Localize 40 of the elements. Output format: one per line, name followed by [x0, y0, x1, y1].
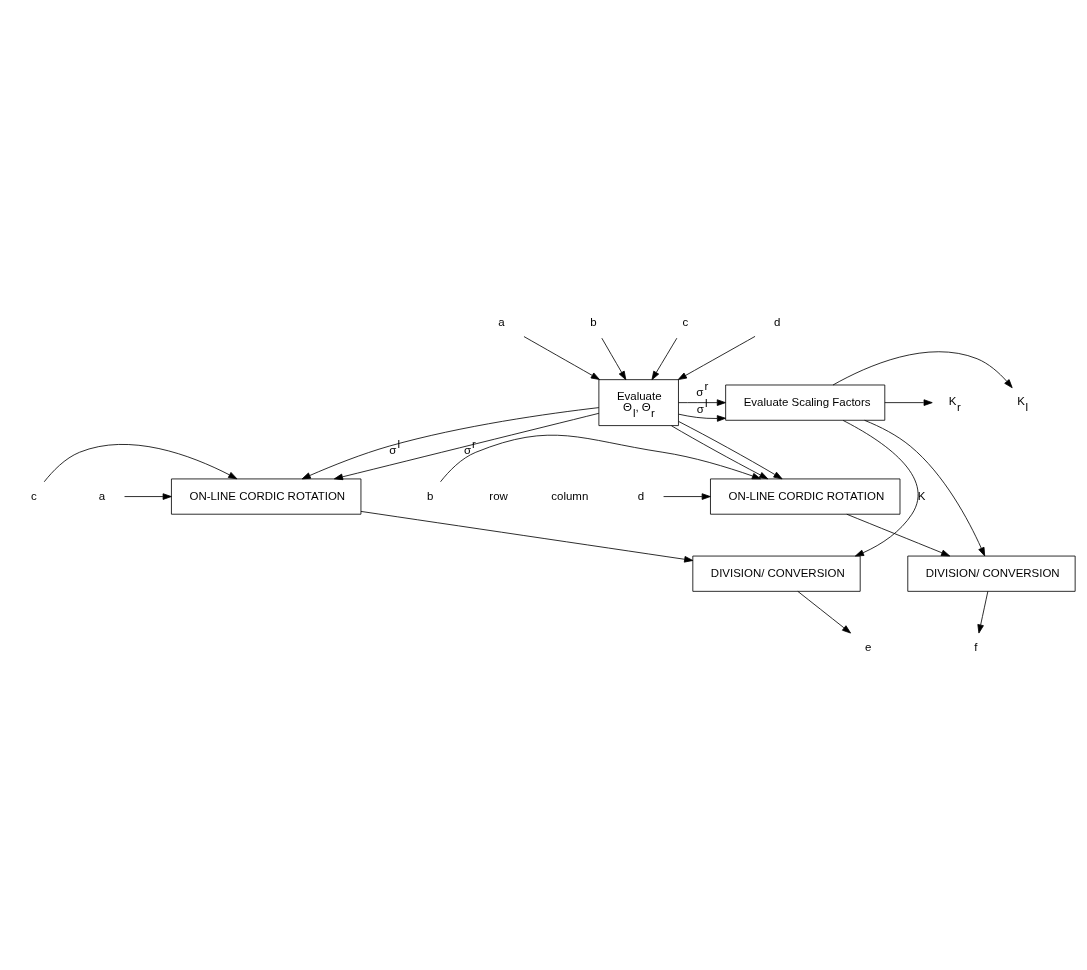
- node-text: d: [637, 489, 645, 502]
- node-text: c: [31, 489, 37, 502]
- arrow: [333, 412, 600, 480]
- node-text: d: [774, 315, 781, 328]
- edge-label: K: [917, 489, 926, 502]
- arrow: [360, 510, 694, 563]
- node-box: Evaluate Scaling Factors: [725, 384, 886, 421]
- arrow: [884, 398, 933, 406]
- node-box: ON-LINE CORDIC ROTATION: [171, 478, 362, 515]
- label: row: [489, 489, 508, 502]
- node-text: e: [865, 640, 872, 653]
- node-text: b: [590, 315, 597, 328]
- arrow: [301, 406, 600, 479]
- node-text: a: [98, 489, 106, 502]
- arrow: [678, 420, 783, 479]
- arrow: [678, 413, 726, 422]
- arrow: [846, 513, 951, 556]
- arrow: [678, 398, 726, 406]
- node-text: c: [682, 315, 689, 328]
- arrow: [977, 590, 989, 633]
- node-text: b: [427, 489, 434, 502]
- node-box: ON-LINE CORDIC ROTATION: [710, 478, 901, 515]
- arrow: [124, 492, 172, 500]
- arrow: [663, 492, 711, 500]
- node-box: DIVISION/ CONVERSION: [907, 555, 1076, 592]
- label: column: [551, 489, 589, 502]
- arrow: [832, 350, 1013, 388]
- node-text: f: [974, 640, 978, 653]
- arrow: [651, 337, 678, 380]
- arrow: [601, 337, 627, 380]
- arrow: [864, 419, 986, 556]
- arrow: [842, 419, 919, 556]
- arrow: [797, 590, 851, 633]
- arrow: [440, 434, 761, 482]
- arrow: [523, 335, 600, 380]
- arrow: [671, 424, 769, 479]
- arrow: [677, 335, 756, 380]
- arrow: [43, 443, 238, 482]
- node-text: a: [498, 315, 505, 328]
- node-box: DIVISION/ CONVERSION: [692, 555, 861, 592]
